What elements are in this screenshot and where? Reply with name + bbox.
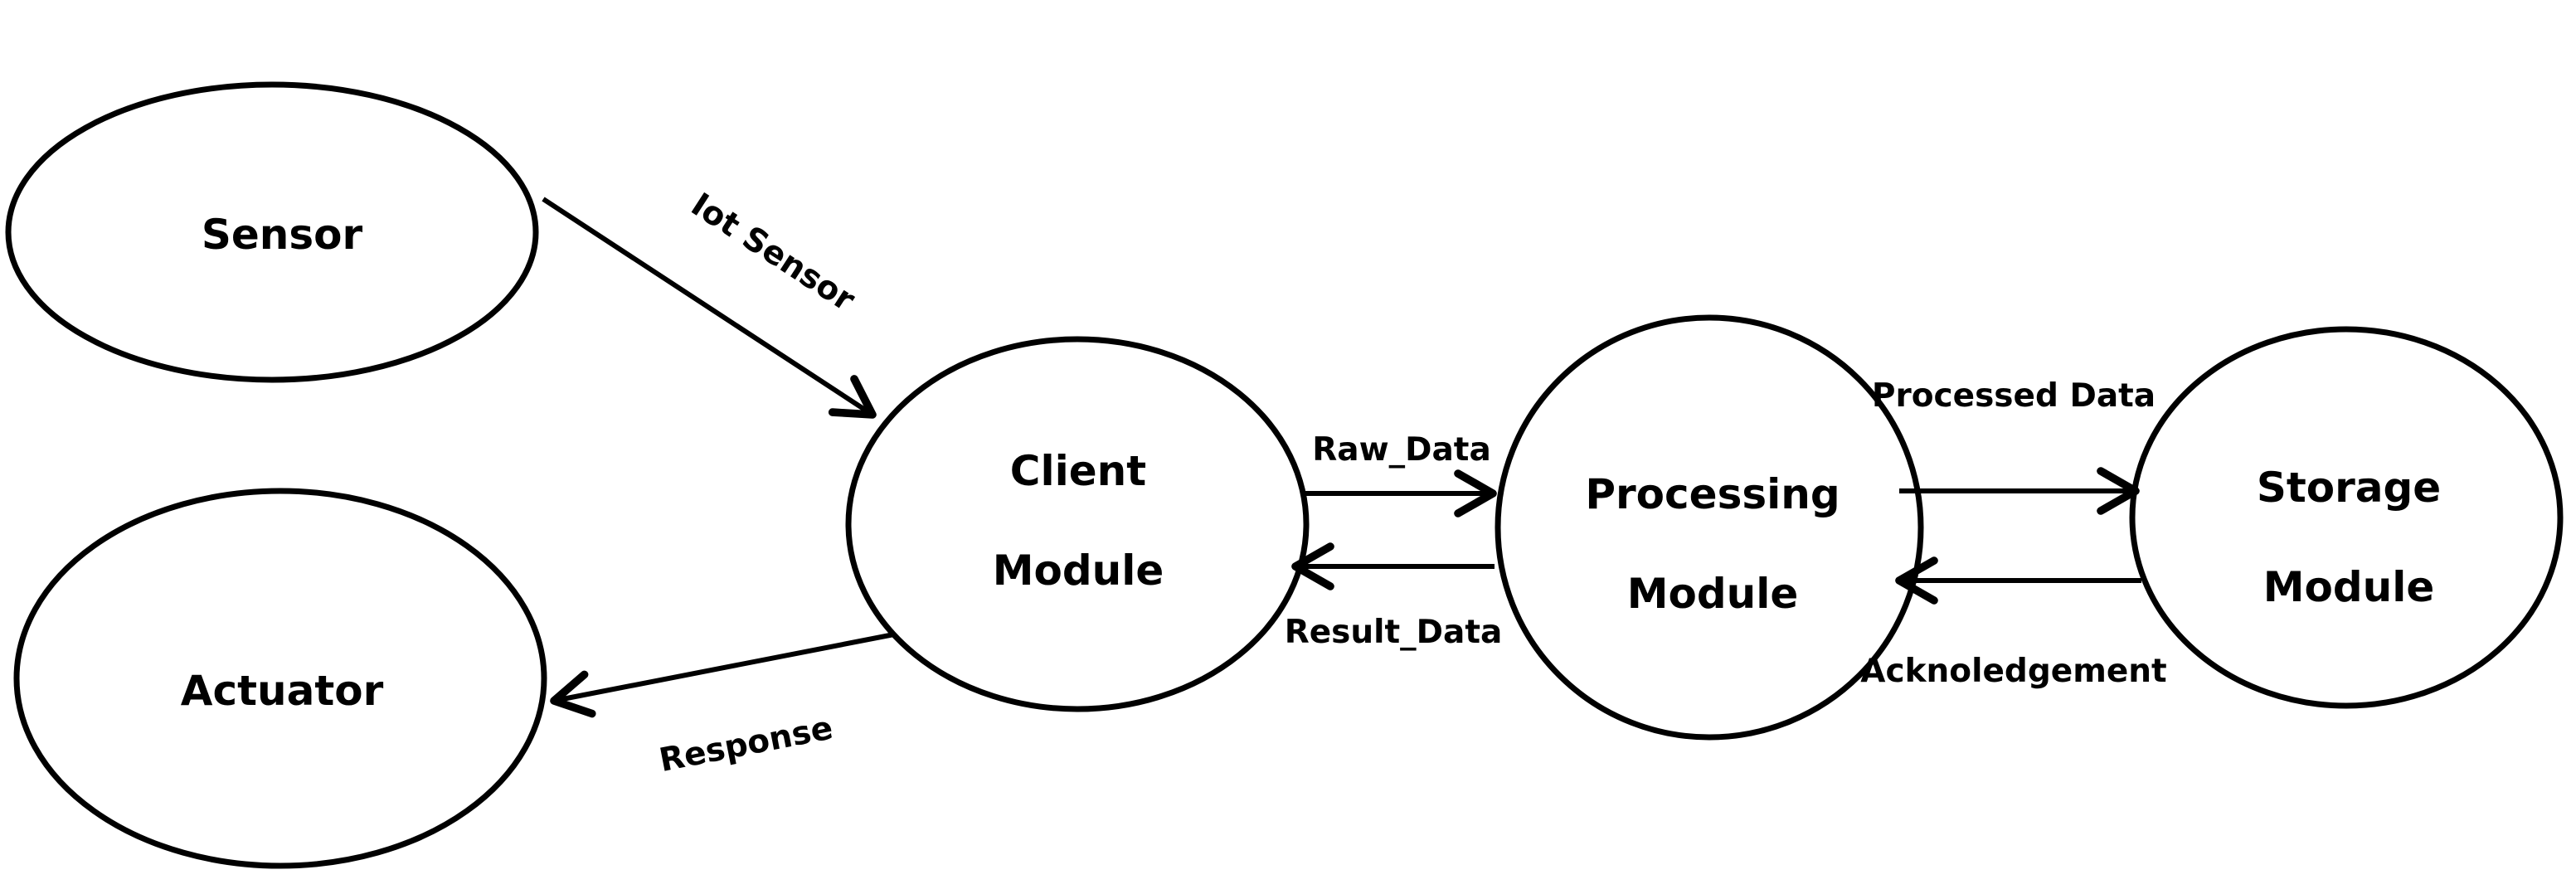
edge-label-iot-sensor: Iot Sensor xyxy=(684,186,862,319)
client-module-label-line1: Client xyxy=(1010,447,1146,495)
edge-label-response: Response xyxy=(656,709,836,780)
storage-module-label-line2: Module xyxy=(2263,563,2435,611)
processing-module-node: Processing Module xyxy=(1495,314,1924,741)
edge-sensor-to-client: Iot Sensor xyxy=(542,186,877,419)
edge-storage-to-processing: Acknoledgement xyxy=(1860,556,2167,690)
storage-module-node: Storage Module xyxy=(2129,326,2564,709)
actuator-node: Actuator xyxy=(13,488,547,869)
processing-module-label-line1: Processing xyxy=(1585,470,1840,518)
client-module-label-line2: Module xyxy=(993,547,1164,595)
sensor-label: Sensor xyxy=(202,211,363,259)
sensor-node: Sensor xyxy=(5,81,539,383)
edge-label-result-data: Result_Data xyxy=(1285,614,1503,651)
edge-client-to-processing: Raw_Data xyxy=(1304,431,1497,517)
edge-label-acknowledgement: Acknoledgement xyxy=(1860,653,2166,690)
edge-label-raw-data: Raw_Data xyxy=(1312,431,1491,469)
edge-processing-to-storage: Processed Data xyxy=(1872,377,2156,515)
storage-module-label-line1: Storage xyxy=(2257,464,2441,512)
actuator-label: Actuator xyxy=(181,667,384,715)
client-module-node: Client Module xyxy=(845,336,1310,712)
edge-label-processed-data: Processed Data xyxy=(1872,377,2156,415)
edge-processing-to-client: Result_Data xyxy=(1285,542,1503,651)
processing-module-label-line2: Module xyxy=(1627,570,1799,618)
edge-client-to-actuator: Response xyxy=(550,632,895,780)
